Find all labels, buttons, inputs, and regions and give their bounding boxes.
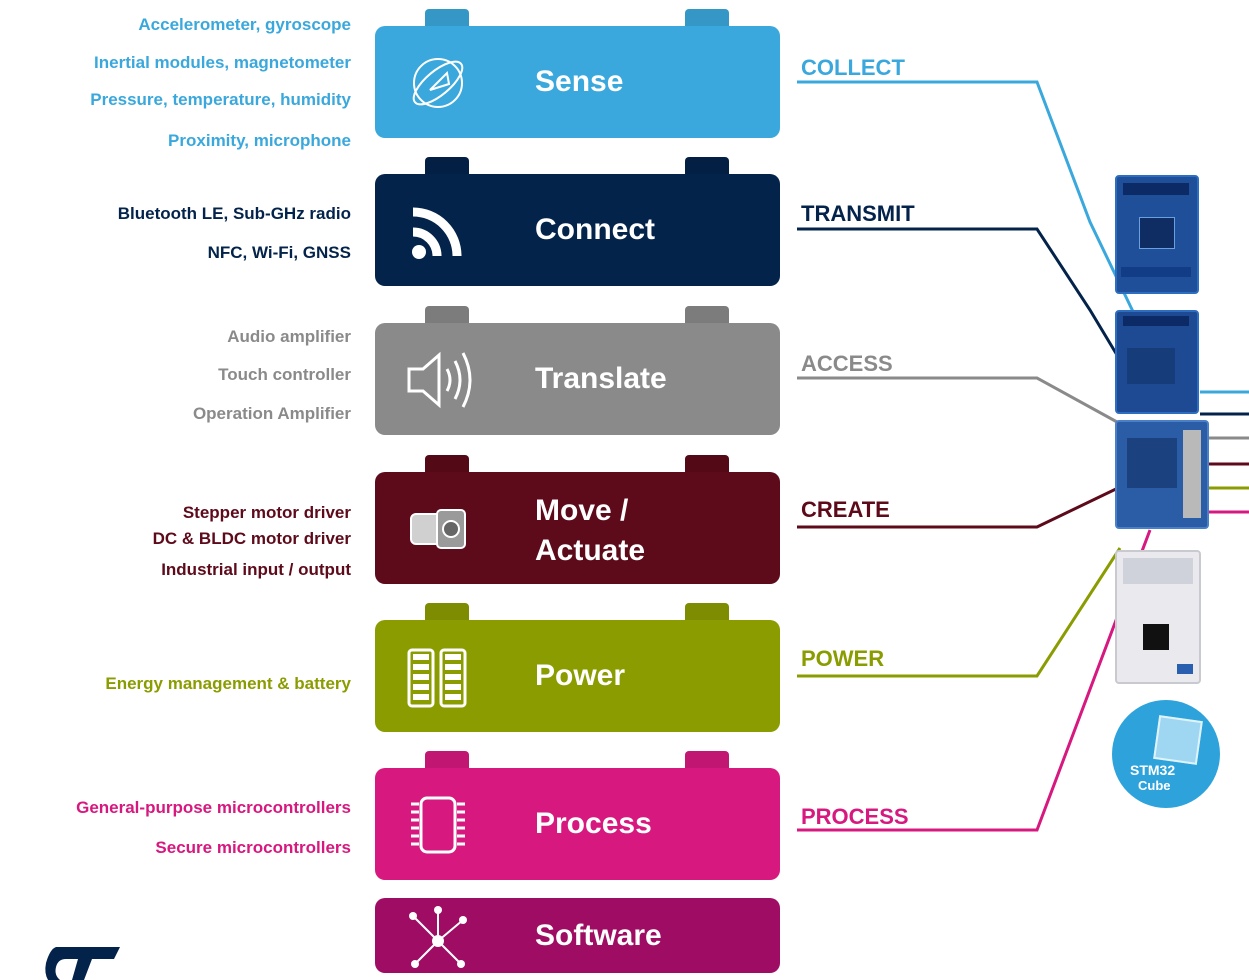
cube-icon [1153,715,1203,765]
connector-tab [685,306,729,323]
block-label: Software [535,918,662,952]
connector-tab [425,9,469,26]
wireless-signal-icon [412,207,462,259]
expansion-board-middle [1115,310,1199,414]
block-process: Process [375,768,780,880]
desc-line: Touch controller [218,365,351,384]
tag-access: ACCESS [801,351,893,376]
tag-transmit: TRANSMIT [801,201,915,226]
desc-line: Pressure, temperature, humidity [90,90,351,109]
connector-tab [685,751,729,768]
connector-tab [425,751,469,768]
desc-line: Accelerometer, gyroscope [138,15,351,34]
block-label: Actuate [535,534,646,567]
desc-line: Energy management & battery [105,674,351,693]
desc-line: Operation Amplifier [192,404,351,423]
block-label: Translate [535,362,667,395]
block-label: Move / [535,494,629,527]
motion-sensor-icon [412,58,464,108]
expansion-board-top [1115,175,1199,294]
block-software: Software [375,898,780,973]
connector-tab [685,9,729,26]
connector-tab [425,455,469,472]
st-logo [45,947,121,980]
block-connect: Connect [375,174,780,286]
block-sense: Sense [375,26,780,138]
desc-line: Inertial modules, magnetometer [94,53,351,72]
network-node-icon [409,906,467,968]
chip-icon [411,796,465,854]
speaker-icon [407,351,472,409]
badge-line2: Cube [1138,778,1171,793]
motor-board [1115,420,1209,529]
desc-line: Stepper motor driver [182,503,351,522]
connector-tab [685,455,729,472]
connector-tab [685,603,729,620]
desc-line: Bluetooth LE, Sub-GHz radio [117,204,351,223]
tag-power: POWER [801,646,885,671]
desc-line: Proximity, microphone [168,131,351,150]
tag-collect: COLLECT [801,55,905,80]
wire-access [797,376,1129,430]
wire-transmit [797,227,1122,361]
motor-icon [410,509,466,549]
tag-process: PROCESS [801,804,909,829]
desc-line: DC & BLDC motor driver [152,529,351,548]
connector-tab [685,157,729,174]
tag-create: CREATE [801,497,890,522]
wire-process [797,529,1152,832]
connector-tab [425,157,469,174]
desc-line: General-purpose microcontrollers [76,798,351,817]
stm32cube-badge: STM32 Cube [1112,700,1220,808]
battery-icon [407,648,467,708]
block-label: Sense [535,65,624,98]
connector-tab [425,603,469,620]
desc-line: Industrial input / output [161,560,351,579]
desc-line: Secure microcontrollers [155,838,351,857]
block-move: Move / Actuate [375,472,780,584]
desc-line: NFC, Wi-Fi, GNSS [207,243,351,262]
block-power: Power [375,620,780,732]
desc-line: Audio amplifier [227,327,351,346]
connector-tab [425,306,469,323]
block-label: Connect [535,213,655,246]
block-label: Power [535,659,626,692]
badge-line1: STM32 [1130,762,1176,778]
block-label: Process [535,807,652,840]
block-translate: Translate [375,323,780,435]
nucleo-board [1115,550,1201,684]
